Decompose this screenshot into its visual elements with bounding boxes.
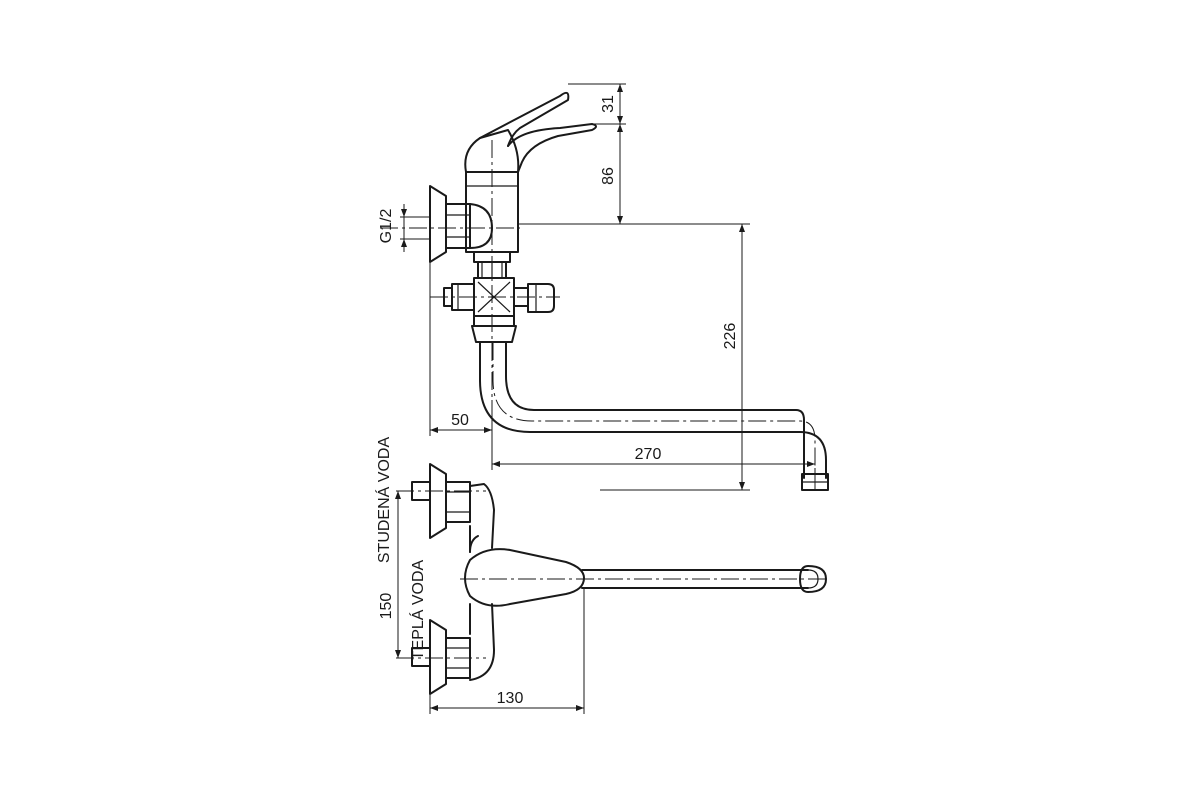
label-hot-water: TEPLÁ VODA xyxy=(408,559,427,660)
front-lower-flange xyxy=(429,619,447,695)
side-spout-outer xyxy=(479,341,827,479)
label-cold-water: STUDENÁ VODA xyxy=(374,437,393,564)
side-spout-centerline xyxy=(492,342,816,490)
side-spout-inner xyxy=(505,341,805,479)
front-spout-end xyxy=(799,565,827,593)
front-view xyxy=(396,463,827,695)
side-lever-grip xyxy=(507,123,597,173)
front-dimensions: 150 STUDENÁ VODA TEPLÁ VODA 130 xyxy=(374,437,585,714)
dim-body-height: 86 xyxy=(600,167,617,185)
side-view xyxy=(380,91,829,491)
side-dimensions: 31 86 G1/2 226 50 270 xyxy=(378,83,816,491)
dim-body-depth: 130 xyxy=(497,690,524,707)
side-body-dome xyxy=(469,203,493,249)
side-wall-flange xyxy=(429,185,447,263)
side-spout-nut xyxy=(473,315,515,327)
side-lever xyxy=(479,91,570,147)
dim-lever-height: 31 xyxy=(600,95,617,113)
dim-spout-reach: 270 xyxy=(635,446,662,463)
front-upper-nut xyxy=(445,481,471,523)
front-upper-flange xyxy=(429,463,447,539)
front-lever xyxy=(464,548,585,607)
side-lever-cap xyxy=(464,129,520,173)
dim-inlet-spacing: 150 xyxy=(378,593,395,620)
side-inlet-nut xyxy=(445,203,471,249)
dim-wall-offset: 50 xyxy=(451,412,469,429)
dim-thread-size: G1/2 xyxy=(378,209,395,244)
side-mixer-body xyxy=(465,171,519,253)
front-mixer-body xyxy=(469,483,495,681)
dim-spout-drop: 226 xyxy=(722,323,739,350)
